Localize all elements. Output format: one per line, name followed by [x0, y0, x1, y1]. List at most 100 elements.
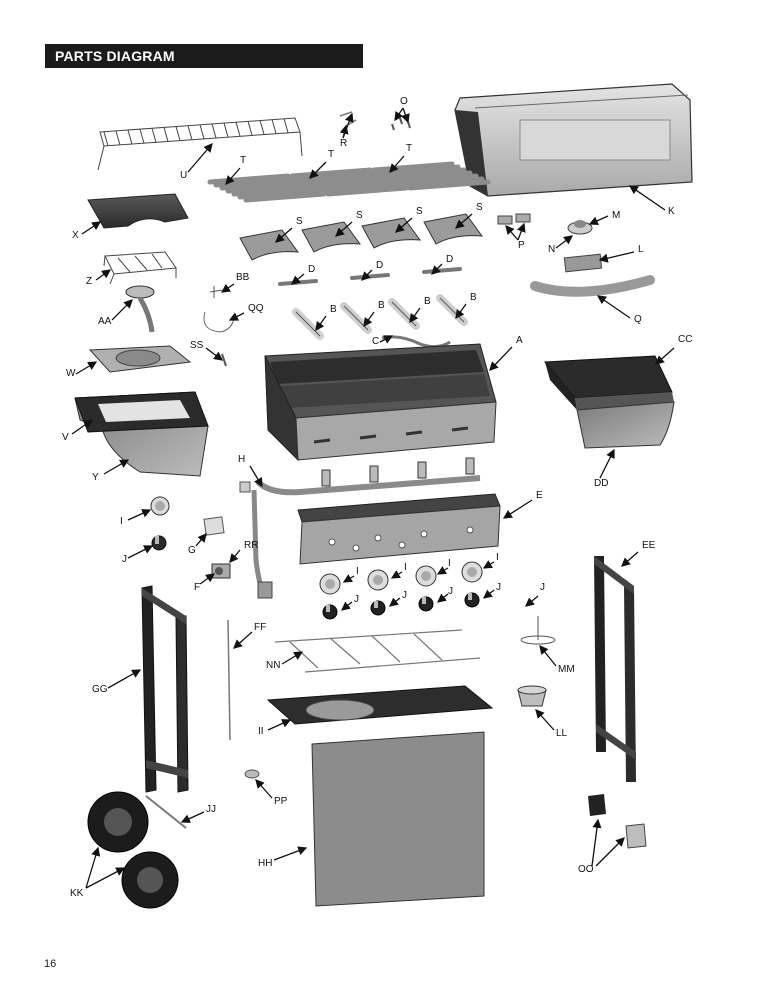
leader-arrow — [195, 533, 207, 547]
part-label-h: H — [238, 454, 245, 465]
electrode-BB — [209, 286, 223, 298]
leader-arrow — [71, 419, 94, 435]
leader-arrow — [127, 545, 154, 559]
part-label-ss: SS — [190, 340, 204, 351]
grease-holder-MM — [520, 616, 556, 645]
knob-rings-row — [319, 561, 483, 595]
leader-arrow — [455, 303, 467, 320]
part-label-kk: KK — [70, 888, 84, 899]
door-HH — [311, 731, 485, 907]
page-title: PARTS DIAGRAM — [45, 44, 363, 68]
leader-arrow — [111, 299, 133, 321]
part-label-i: I — [120, 516, 123, 527]
part-label-c: C — [372, 336, 379, 347]
cooking-grates-T — [207, 161, 491, 203]
part-label-ee: EE — [642, 540, 656, 551]
part-label-s: S — [356, 210, 363, 221]
leader-arrow — [75, 361, 98, 375]
part-label-v: V — [62, 432, 69, 443]
leader-arrow — [281, 651, 304, 665]
part-label-u: U — [180, 170, 187, 181]
leader-arrow — [267, 719, 292, 731]
leader-arrow — [539, 644, 557, 667]
part-label-g: G — [188, 545, 196, 556]
part-label-i: I — [496, 552, 499, 563]
leader-arrow — [655, 347, 675, 365]
leader-arrow — [555, 235, 574, 249]
part-label-s: S — [296, 216, 303, 227]
part-label-j: J — [448, 586, 453, 597]
part-label-qq: QQ — [248, 303, 264, 314]
part-label-ll: LL — [556, 728, 568, 739]
axle-JJ — [145, 795, 187, 829]
leader-arrow — [249, 465, 263, 488]
leader-arrow — [255, 779, 273, 799]
leader-arrow — [95, 269, 112, 281]
leader-arrow — [228, 312, 245, 321]
part-PP — [244, 769, 260, 779]
part-label-x: X — [72, 230, 79, 241]
leader-arrow — [394, 107, 404, 122]
leader-arrow — [199, 573, 216, 585]
leader-arrow — [315, 315, 327, 332]
leader-arrow — [342, 574, 355, 583]
part-label-j: J — [122, 554, 127, 565]
part-label-dd: DD — [594, 478, 608, 489]
page-number: 16 — [44, 958, 57, 970]
wire-QQ — [203, 311, 235, 333]
part-label-t: T — [406, 143, 412, 154]
leader-arrow — [335, 221, 353, 237]
lid-K — [454, 83, 693, 197]
firebox-A — [264, 343, 497, 462]
leader-arrow — [598, 251, 635, 263]
crossover-C — [381, 335, 451, 349]
part-label-q: Q — [634, 314, 642, 325]
leader-arrow — [379, 335, 394, 344]
leader-arrow — [489, 346, 513, 371]
part-label-w: W — [66, 368, 76, 379]
leader-arrow — [591, 818, 602, 867]
leader-arrow — [85, 867, 126, 889]
leader-arrow — [309, 161, 327, 179]
side-burner-grate-Z — [103, 251, 177, 285]
bracket-G — [203, 516, 225, 536]
leader-arrow — [505, 225, 519, 241]
leader-arrow — [363, 311, 375, 328]
leader-arrow — [596, 295, 631, 319]
leader-arrow — [103, 459, 130, 475]
side-burner-AA — [125, 285, 155, 333]
cart-frame-GG — [141, 585, 189, 793]
leader-arrow — [205, 347, 224, 361]
part-label-hh: HH — [258, 858, 272, 869]
leader-arrow — [431, 263, 443, 275]
leader-arrow — [275, 227, 293, 243]
leader-arrow — [409, 307, 421, 324]
part-label-gg: GG — [92, 684, 108, 695]
part-label-ff: FF — [254, 622, 266, 633]
leader-arrow — [517, 222, 526, 241]
leader-arrow — [233, 631, 253, 649]
part-label-a: A — [516, 335, 523, 346]
leader-arrow — [389, 155, 405, 173]
leader-arrow — [436, 593, 449, 603]
leader-arrow — [401, 107, 410, 124]
leader-arrow — [340, 601, 353, 611]
leader-arrow — [525, 595, 539, 607]
leader-arrow — [229, 549, 241, 563]
part-label-bb: BB — [236, 272, 250, 283]
leader-arrow — [85, 846, 101, 889]
leader-arrow — [388, 597, 401, 607]
part-label-i: I — [404, 562, 407, 573]
casters-OO — [588, 794, 647, 849]
part-label-mm: MM — [558, 664, 575, 675]
part-label-o: O — [400, 96, 408, 107]
leader-arrow — [127, 509, 152, 521]
bottom-shelf-II — [266, 685, 494, 725]
leader-arrow — [395, 217, 413, 233]
leader-arrow — [291, 273, 305, 285]
leader-arrow — [361, 269, 373, 281]
leader-arrow — [502, 499, 533, 519]
part-label-oo: OO — [578, 864, 594, 875]
part-label-l: L — [638, 244, 644, 255]
